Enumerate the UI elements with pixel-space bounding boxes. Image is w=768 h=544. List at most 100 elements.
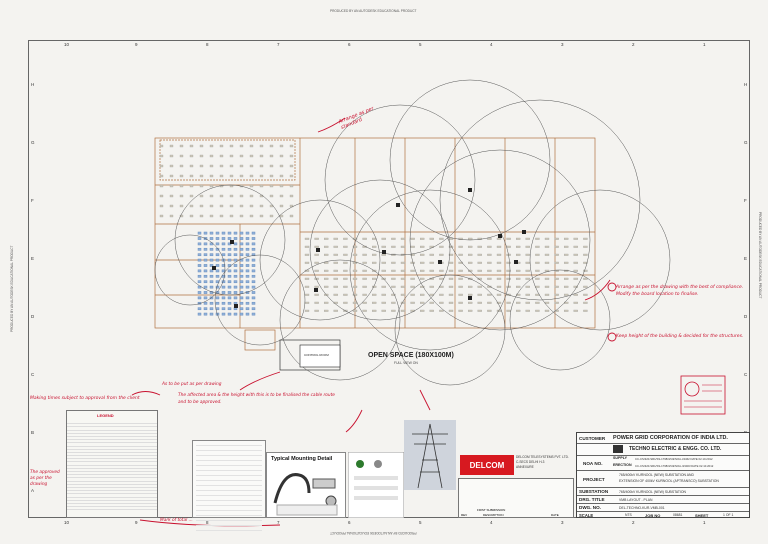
notes-row: [196, 446, 262, 451]
equipment-mark: [352, 245, 358, 248]
equipment-mark: [203, 280, 208, 284]
right-annotation-2: Keep height of the building & decided fo…: [616, 334, 744, 339]
equipment-mark: [251, 274, 256, 278]
equipment-mark: [362, 253, 367, 256]
equipment-mark: [468, 245, 473, 248]
equipment-mark: [516, 309, 521, 312]
equipment-mark: [189, 214, 194, 218]
equipment-mark: [304, 245, 310, 248]
equipment-mark: [314, 293, 319, 296]
equipment-mark: [179, 144, 184, 148]
equipment-mark: [362, 245, 367, 248]
equipment-mark: [458, 285, 463, 288]
legend-row: [67, 456, 157, 460]
equipment-mark: [197, 274, 202, 278]
erection-value: CC-CS/320-SR1/SS-1798/3/G9/NOA-II/4463 D…: [635, 464, 714, 468]
camera-coverage-circle: [439, 99, 641, 301]
equipment-mark: [279, 204, 284, 208]
camera-marker: [382, 250, 386, 254]
equipment-mark: [420, 253, 425, 256]
equipment-mark: [245, 291, 250, 294]
equipment-mark: [362, 269, 367, 272]
equipment-mark: [477, 309, 482, 312]
equipment-mark: [362, 309, 367, 312]
equipment-mark: [221, 307, 226, 311]
equipment-mark: [487, 253, 492, 256]
equipment-mark: [251, 296, 256, 300]
equipment-mark: [245, 231, 250, 235]
legend-title: LEGEND: [97, 413, 114, 418]
equipment-mark: [227, 237, 232, 240]
equipment-mark: [219, 194, 224, 198]
equipment-mark: [227, 247, 232, 251]
equipment-mark: [221, 285, 226, 289]
equipment-mark: [525, 261, 530, 264]
notes-row: [196, 521, 262, 526]
equipment-mark: [583, 277, 588, 280]
equipment-mark: [229, 174, 234, 178]
mounting-illustration: [273, 473, 338, 516]
equipment-mark: [245, 237, 250, 240]
grid-row-label: D: [31, 314, 35, 319]
equipment-mark: [269, 154, 274, 158]
equipment-mark: [251, 231, 256, 235]
equipment-mark: [269, 184, 274, 188]
equipment-mark: [333, 253, 338, 256]
equipment-mark: [209, 184, 214, 188]
notes-row: [196, 506, 262, 511]
equipment-mark: [420, 285, 425, 288]
equipment-mark: [279, 214, 284, 218]
equipment-mark: [506, 261, 511, 264]
equipment-mark: [468, 285, 473, 288]
equipment-mark: [221, 301, 226, 305]
equipment-mark: [203, 258, 208, 262]
equipment-mark: [496, 277, 502, 280]
equipment-mark: [245, 242, 250, 246]
legend-row: [67, 453, 157, 457]
equipment-mark: [333, 269, 338, 272]
equipment-mark: [239, 231, 244, 235]
equipment-mark: [203, 307, 208, 311]
equipment-mark: [583, 309, 588, 312]
equipment-mark: [324, 277, 329, 280]
equipment-mark: [583, 245, 588, 248]
equipment-mark: [209, 231, 214, 235]
equipment-mark: [544, 261, 550, 264]
equipment-mark: [215, 285, 220, 289]
equipment-mark: [227, 285, 232, 289]
equipment-mark: [215, 296, 220, 300]
equipment-mark: [324, 269, 329, 272]
equipment-mark: [227, 312, 232, 316]
contractor-name: TECHNO ELECTRIC & ENGG. CO. LTD.: [629, 446, 722, 452]
equipment-mark: [535, 293, 540, 296]
legend-row: [67, 472, 157, 476]
equipment-mark: [203, 247, 208, 251]
equipment-mark: [279, 154, 284, 158]
equipment-mark: [159, 194, 164, 198]
equipment-mark: [304, 261, 310, 264]
equipment-mark: [233, 312, 238, 316]
equipment-mark: [583, 237, 588, 240]
equipment-mark: [564, 293, 569, 296]
equipment-mark: [496, 293, 502, 296]
equipment-mark: [159, 174, 164, 178]
equipment-mark: [314, 237, 319, 240]
equipment-mark: [439, 301, 444, 304]
equipment-mark: [439, 269, 444, 272]
equipment-mark: [169, 194, 174, 198]
equipment-mark: [251, 312, 256, 316]
grid-col-label: 8: [206, 520, 209, 525]
equipment-mark: [259, 214, 264, 218]
legend-row: [67, 434, 157, 437]
camera-marker: [468, 296, 472, 300]
equipment-mark: [333, 261, 338, 264]
equipment-mark: [352, 277, 358, 280]
equipment-mark: [189, 164, 194, 168]
mid-annotation-2: The affected area & the height with this…: [178, 393, 335, 405]
grid-col-label: 10: [64, 520, 70, 525]
grid-row-label: B: [31, 430, 35, 435]
equipment-mark: [209, 194, 214, 198]
legend-row: [67, 440, 157, 444]
grid-col-label: 7: [277, 520, 280, 525]
